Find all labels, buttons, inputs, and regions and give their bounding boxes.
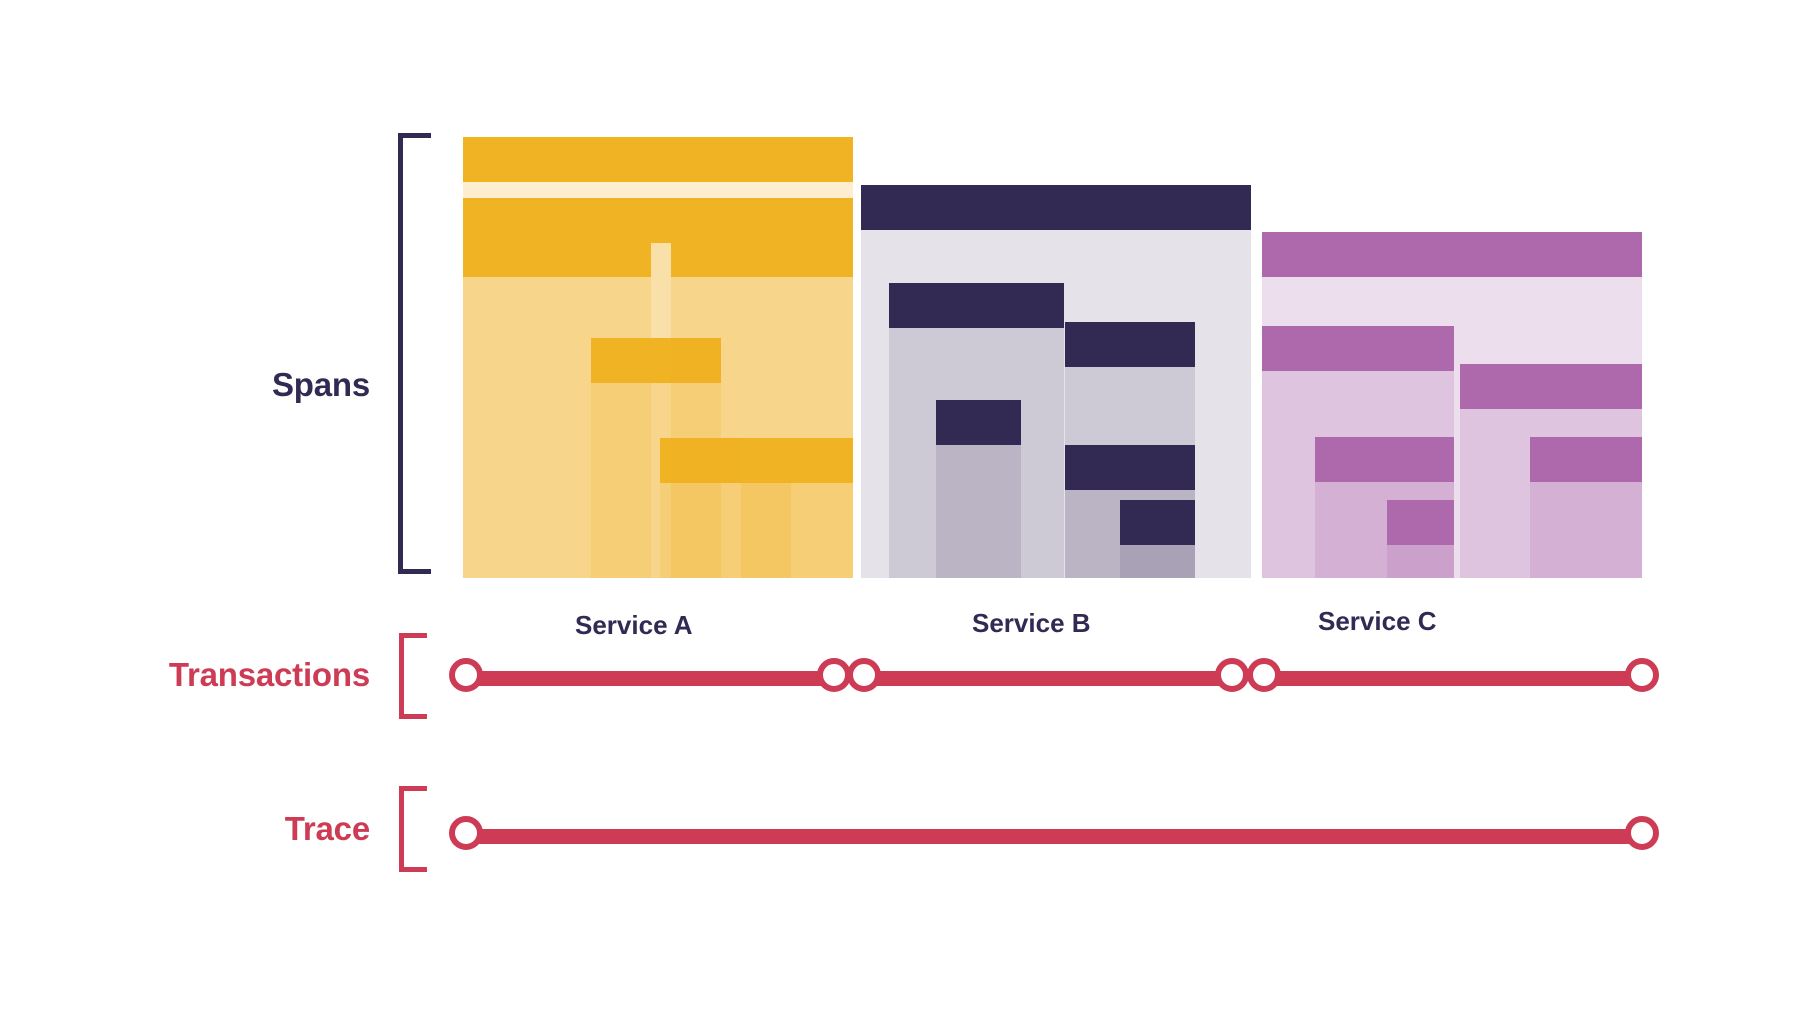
span-c-6 [1530, 437, 1642, 578]
span-a-3 [463, 232, 651, 578]
transaction-segment-c-end-node[interactable] [1625, 658, 1659, 692]
span-a-6-header [671, 232, 853, 277]
transaction-segment-a-bar [465, 671, 833, 686]
span-b-6 [1120, 500, 1195, 578]
transaction-segment-c-start-node[interactable] [1247, 658, 1281, 692]
span-b-2-header [889, 283, 1064, 328]
span-b-4-header [1065, 322, 1195, 367]
transaction-segment-b-start-node[interactable] [847, 658, 881, 692]
span-a-5-body [660, 483, 791, 578]
span-c-6-header [1530, 437, 1642, 482]
span-group-service-c [1262, 0, 1642, 600]
span-group-service-b [861, 0, 1251, 600]
trace-bar [465, 829, 1641, 844]
span-b-3-body [936, 445, 1021, 578]
span-a-6 [671, 232, 853, 578]
span-a-6-body [671, 277, 853, 578]
span-b-5-header [1065, 445, 1195, 490]
service-caption-service-a: Service A [575, 610, 693, 640]
trace-row-label: Trace [284, 810, 370, 847]
span-c-2-header [1262, 326, 1454, 371]
transactions-row-label: Transactions [168, 656, 370, 693]
span-b-1-header [861, 185, 1251, 230]
span-a-4-header [591, 338, 721, 383]
service-caption-service-c: Service C [1318, 606, 1437, 636]
trace-start-node[interactable] [449, 816, 483, 850]
trace-end-node[interactable] [1625, 816, 1659, 850]
span-b-6-header [1120, 500, 1195, 545]
transaction-segment-a-start-node[interactable] [449, 658, 483, 692]
span-b-3-header [936, 400, 1021, 445]
spans-visualization [463, 0, 1642, 600]
span-a-3-header [463, 232, 651, 277]
span-a-7-header [741, 438, 853, 483]
transactions-timeline [0, 658, 1800, 698]
span-a-7-body [741, 483, 853, 578]
span-a-2-body [463, 243, 853, 578]
span-c-5-header [1460, 364, 1642, 409]
span-a-3-body [463, 277, 651, 578]
span-group-service-a [463, 0, 853, 600]
spans-bracket [398, 133, 431, 574]
trace-timeline [0, 816, 1800, 856]
span-c-3-header [1315, 437, 1454, 482]
spans-row-label: Spans [271, 366, 370, 403]
span-b-2 [889, 283, 1064, 578]
transaction-segment-b-bar [863, 671, 1231, 686]
transaction-segment-a-end-node[interactable] [817, 658, 851, 692]
span-b-3 [936, 400, 1021, 578]
span-a-1-header [463, 137, 853, 182]
span-c-6-body [1530, 482, 1642, 578]
span-c-1-header [1262, 232, 1642, 277]
span-c-3 [1315, 437, 1454, 578]
transaction-segment-b-end-node[interactable] [1215, 658, 1249, 692]
transactions-bracket [399, 633, 427, 719]
span-c-4-body [1387, 545, 1454, 578]
span-b-6-body [1120, 545, 1195, 578]
span-a-7 [741, 438, 853, 578]
trace-bracket [399, 786, 427, 872]
span-c-4-header [1387, 500, 1454, 545]
span-c-4 [1387, 500, 1454, 578]
transaction-segment-c-bar [1263, 671, 1641, 686]
span-b-2-body [889, 328, 1064, 578]
service-caption-service-b: Service B [972, 608, 1091, 638]
span-a-2 [463, 198, 853, 578]
